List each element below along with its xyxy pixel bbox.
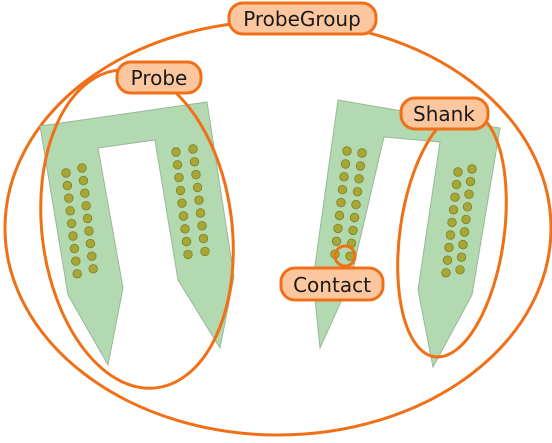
contact-dot [461,214,471,225]
left-probe [39,101,235,367]
contact-dot [180,224,190,234]
probegroup-label-text: ProbeGroup [243,7,361,31]
contact-dot [66,218,77,229]
probe-label: Probe [115,60,203,95]
left-probe-body [39,101,235,367]
contact-dot [447,217,457,228]
contact-dot [198,233,209,244]
contact-dot [195,208,206,218]
contact-dot [442,255,453,265]
probe-label-box [115,60,203,95]
contact-dot [458,239,468,250]
contact-dot [174,172,184,183]
contact-dot [192,182,203,193]
contact-dot [68,231,78,241]
contact-dot [467,164,477,174]
contact-dot [352,186,363,197]
contact-dot [451,179,462,190]
shank-label: Shank [399,96,490,131]
contact-label-text: Contact [293,273,371,297]
contact-dot [342,146,352,156]
contact-dot [197,221,207,231]
contact-dot [71,256,81,266]
contact-dot [340,159,351,169]
contact-dot [61,168,71,178]
probegroup-label: ProbeGroup [227,1,378,36]
contact-dot [459,227,470,237]
contact-label-box [279,266,385,302]
contact-dot [175,185,186,196]
contact-dot [72,269,82,279]
contact-dot [462,202,473,212]
contact-dot [82,213,93,224]
contact-dot [354,174,364,184]
contact-dot [80,188,90,198]
contact-dot [177,198,187,208]
contact-dot [64,193,74,203]
shank-label-box [399,96,490,131]
contact-dot [441,268,451,278]
contact-label: Contact [279,266,385,302]
contact-dot [336,197,346,208]
contact-dot [349,212,360,223]
contacts-group [61,144,477,279]
contact-dot [200,246,210,257]
contact-dot [171,147,181,157]
contact-dot [448,205,459,215]
contact-dot [84,226,94,236]
contact-dot [181,236,192,247]
contact-dot [77,163,87,173]
contact-dot [78,175,89,186]
contact-dot [351,199,361,210]
contact-dot [62,180,73,191]
contact-dot [464,189,474,199]
contact-dot [444,242,454,253]
contact-dot [194,195,204,205]
contact-dot [85,238,96,249]
contact-dot [450,192,460,202]
contact-dot [337,184,348,195]
contact-dot [178,211,189,221]
contact-dot [188,144,198,154]
probegroup-label-box [227,1,378,36]
contact-dot [453,167,463,177]
contact-dot [456,252,467,262]
contact-dot [455,265,465,275]
contact-dot [465,176,476,187]
contact-dot [172,160,183,170]
shank-label-text: Shank [413,102,475,126]
contact-dot [339,172,349,182]
contact-dot [348,225,358,236]
contact-dot [355,161,366,171]
contact-dot [87,251,97,261]
contact-dot [69,243,80,254]
contact-dot [183,249,193,260]
contact-dot [334,210,345,221]
contact-dot [191,169,201,180]
contact-dot [189,157,200,167]
contact-dot [445,230,456,240]
probe-label-text: Probe [131,66,188,90]
contact-highlight-circle [333,244,357,268]
contact-dot [331,236,342,247]
contact-dot [65,206,75,216]
contact-dot [333,223,343,234]
contact-dot [81,201,91,211]
contact-dot [88,264,98,274]
contact-dot [357,148,367,158]
